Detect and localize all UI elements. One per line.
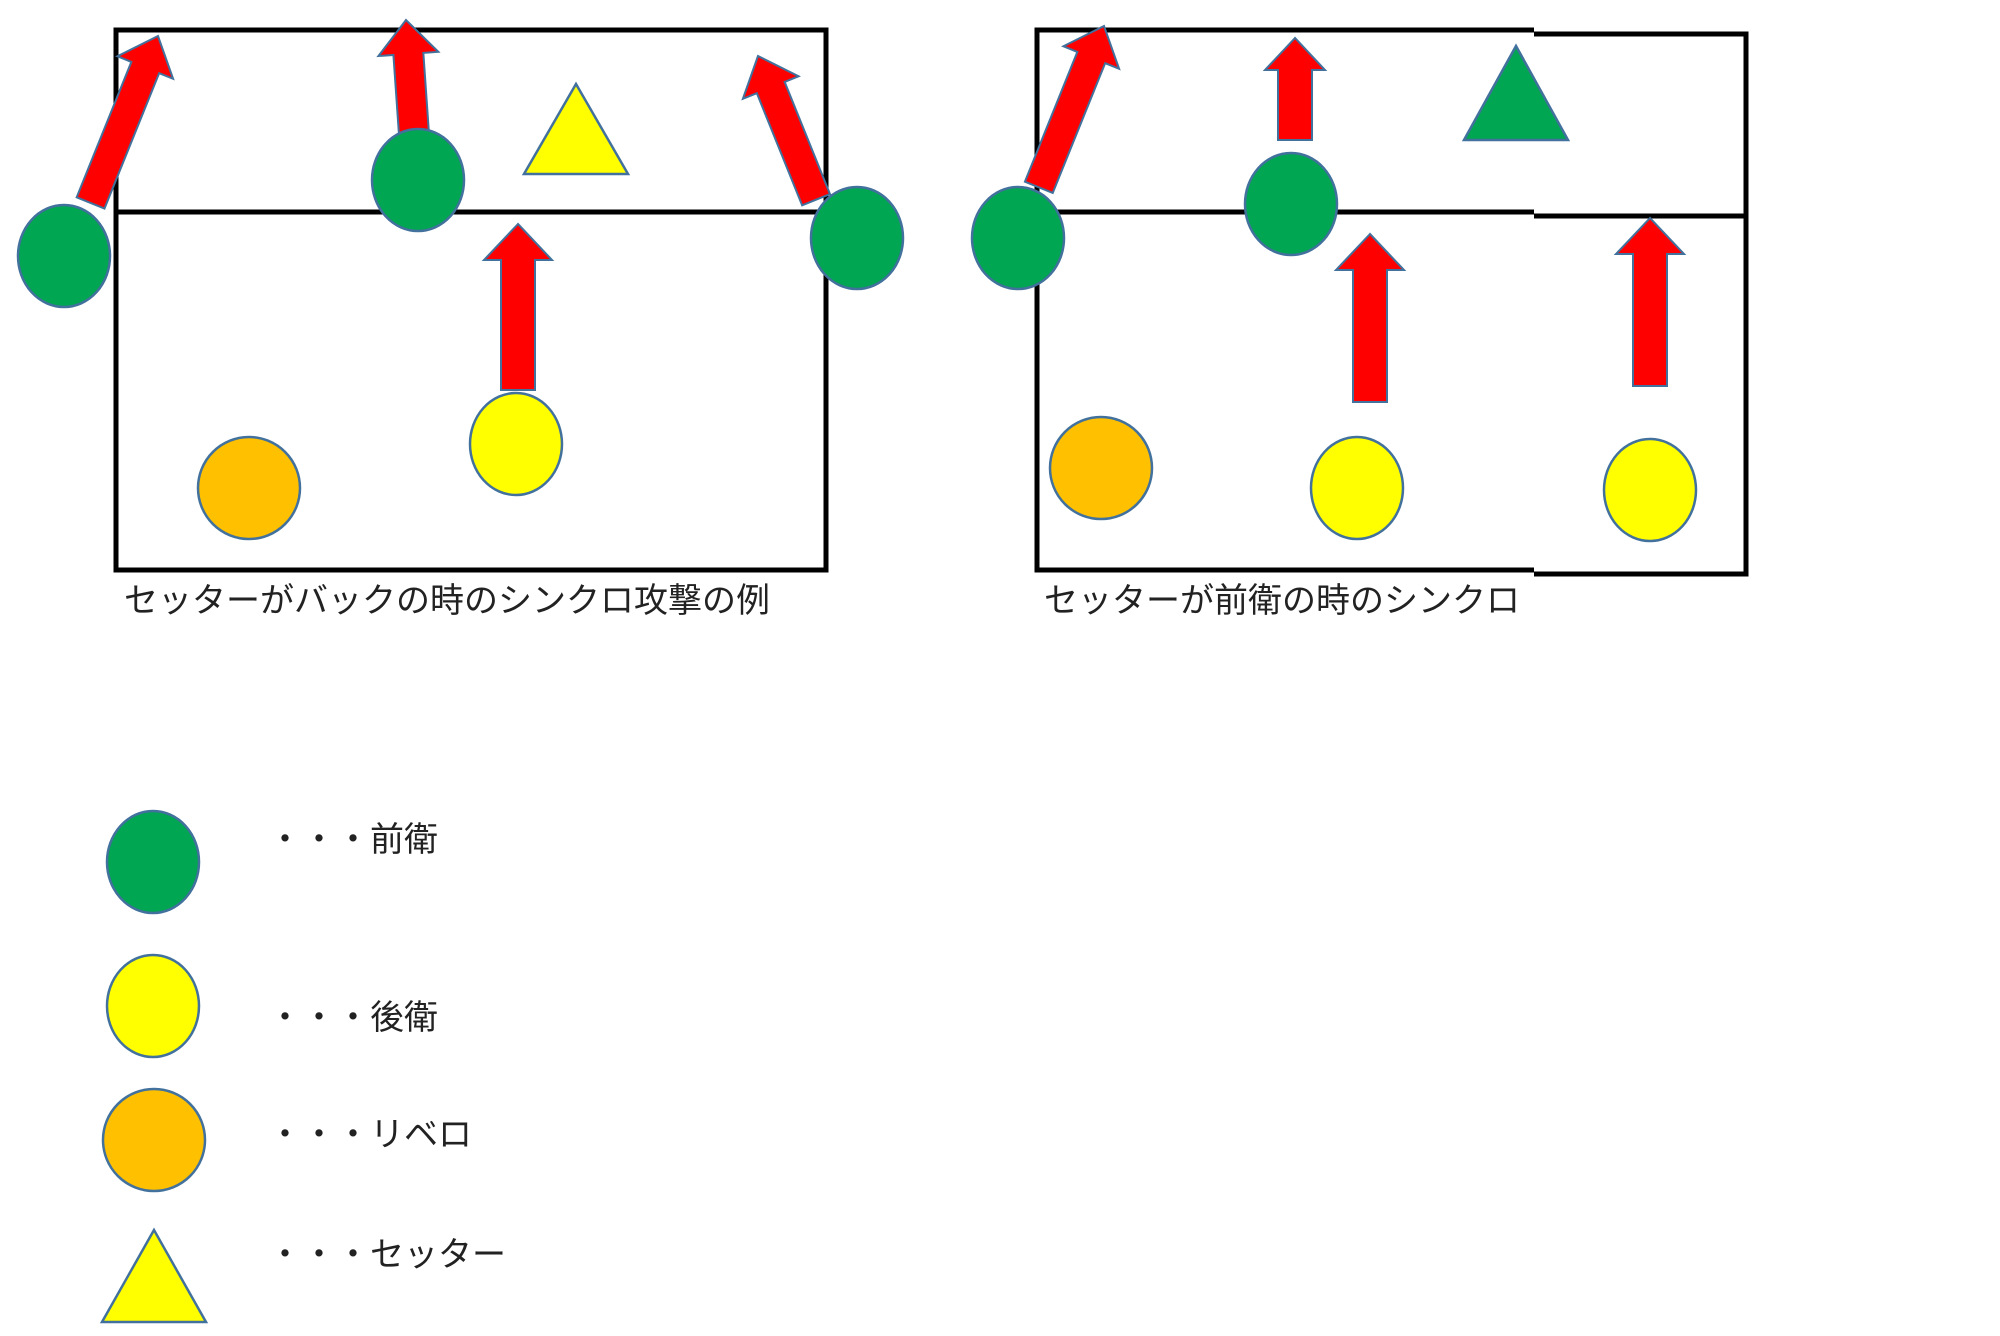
libero-player-icon bbox=[196, 435, 302, 541]
front-row-player-icon bbox=[1243, 151, 1339, 257]
legend-front-row-label: ・・・前衛 bbox=[268, 820, 438, 860]
back-row-player-icon bbox=[468, 391, 564, 497]
legend-setter-icon bbox=[99, 1227, 209, 1324]
setter-icon bbox=[521, 81, 631, 176]
attack-arrow-icon bbox=[75, 34, 175, 210]
setter-icon bbox=[1461, 43, 1571, 142]
attack-arrow-icon bbox=[376, 18, 441, 140]
front-row-player-icon bbox=[809, 185, 905, 291]
legend-setter-label: ・・・セッター bbox=[268, 1235, 506, 1275]
court-1 bbox=[113, 27, 829, 573]
legend-libero-label: ・・・リベロ bbox=[268, 1115, 472, 1155]
attack-arrow-icon bbox=[1333, 232, 1407, 403]
legend-front-row-icon bbox=[105, 809, 201, 915]
front-row-player-icon bbox=[370, 127, 466, 233]
attack-arrow-icon bbox=[1613, 216, 1687, 387]
back-row-player-icon bbox=[1309, 435, 1405, 541]
attack-arrow-icon bbox=[1023, 24, 1121, 195]
attack-arrow-icon bbox=[481, 222, 555, 391]
legend-back-row-icon bbox=[105, 953, 201, 1059]
attack-arrow-icon bbox=[1262, 36, 1328, 141]
front-row-player-icon bbox=[970, 185, 1066, 291]
front-row-player-icon bbox=[16, 203, 112, 309]
diagram-2-caption: セッターが前衛の時のシンクロ bbox=[1044, 581, 1520, 621]
attack-arrow-icon bbox=[741, 54, 832, 207]
court-2-boundary-right bbox=[1534, 31, 1749, 577]
court-1-boundary bbox=[113, 27, 829, 573]
court-2-boundary-left bbox=[1034, 27, 1534, 573]
back-row-player-icon bbox=[1602, 437, 1698, 543]
legend-back-row-label: ・・・後衛 bbox=[268, 998, 438, 1038]
diagram-1-caption: セッターがバックの時のシンクロ攻撃の例 bbox=[124, 581, 770, 621]
legend-libero-icon bbox=[101, 1087, 207, 1193]
libero-player-icon bbox=[1048, 415, 1154, 521]
